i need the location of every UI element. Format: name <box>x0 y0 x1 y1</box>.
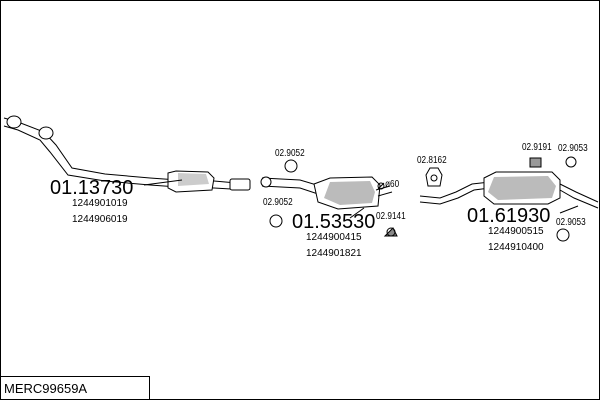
oem-reference: 1244910400 <box>488 242 544 253</box>
oem-reference: 1244901019 <box>72 198 128 209</box>
oem-reference: 1244900515 <box>488 226 544 237</box>
part-number: 01.53530 <box>292 211 376 233</box>
accessory-number: 02.9052 <box>275 148 305 159</box>
center-silencer <box>260 176 393 210</box>
kit-code: MERC99659A <box>4 381 88 396</box>
accessory-number: 02.9053 <box>558 143 588 154</box>
rear-silencer <box>419 171 599 209</box>
oem-reference: 1244906019 <box>72 214 128 225</box>
part-number: 01.61930 <box>467 205 551 227</box>
leader-lines <box>143 179 579 219</box>
diameter-marker <box>377 182 385 190</box>
accessory-number: 02.9191 <box>522 142 552 153</box>
accessory-number: 02.9141 <box>376 211 406 222</box>
accessory-number: 02.9052 <box>263 197 293 208</box>
diameter-label: ø60 <box>385 179 400 190</box>
part-number: 01.13730 <box>50 177 134 199</box>
oem-reference: 1244900415 <box>306 232 362 243</box>
accessory-number: 02.9053 <box>556 217 586 228</box>
front-pipe-catalyst <box>3 115 251 193</box>
kit-code-box <box>0 376 150 399</box>
accessory-icons <box>269 156 577 242</box>
oem-reference: 1244901821 <box>306 248 362 259</box>
accessory-number: 02.8162 <box>417 155 447 166</box>
